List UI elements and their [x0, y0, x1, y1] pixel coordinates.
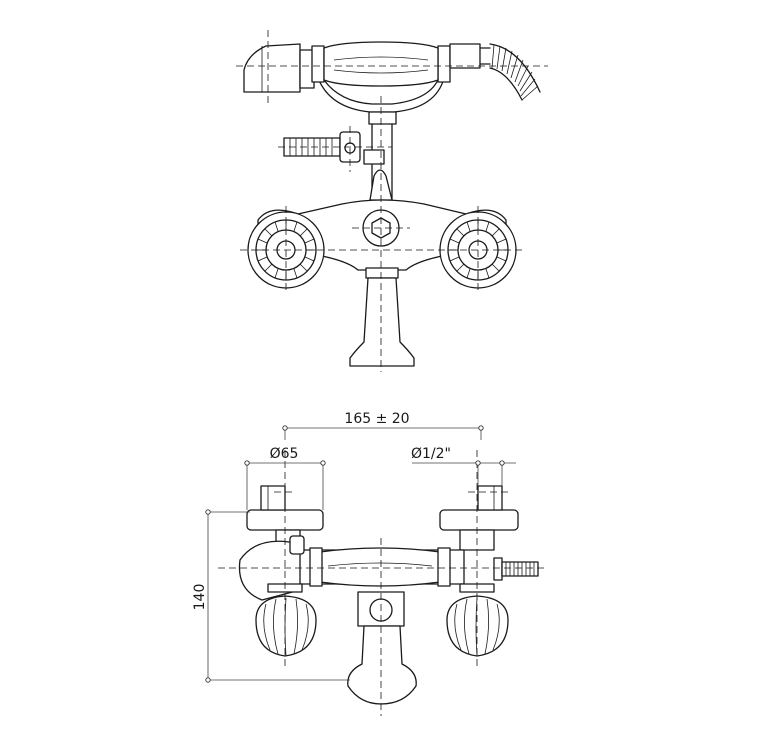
- central-column: [363, 111, 397, 201]
- dim-height-label: 140: [192, 584, 208, 611]
- dim-base-diameter: Ø65: [244, 446, 326, 510]
- knob-right: [446, 583, 509, 657]
- dim-centers: 165 ± 20: [282, 411, 484, 440]
- base-plate-right: [439, 485, 519, 531]
- dim-height: 140: [192, 509, 350, 683]
- dim-centers-label: 165 ± 20: [344, 411, 409, 427]
- spout-front: [347, 591, 417, 705]
- dim-thread: Ø1/2": [411, 446, 516, 486]
- hose-spring-top: [449, 43, 541, 101]
- spout: [349, 267, 415, 367]
- handset-body: [311, 41, 451, 87]
- top-view: [236, 30, 548, 372]
- handshower-head: [243, 43, 315, 93]
- front-view: [218, 450, 546, 716]
- dimensions: 165 ± 20 Ø65 Ø1/2" 140: [192, 411, 516, 683]
- hose-outlet-front: [493, 557, 539, 581]
- dim-base-diameter-label: Ø65: [270, 446, 299, 462]
- dim-thread-label: Ø1/2": [411, 446, 451, 462]
